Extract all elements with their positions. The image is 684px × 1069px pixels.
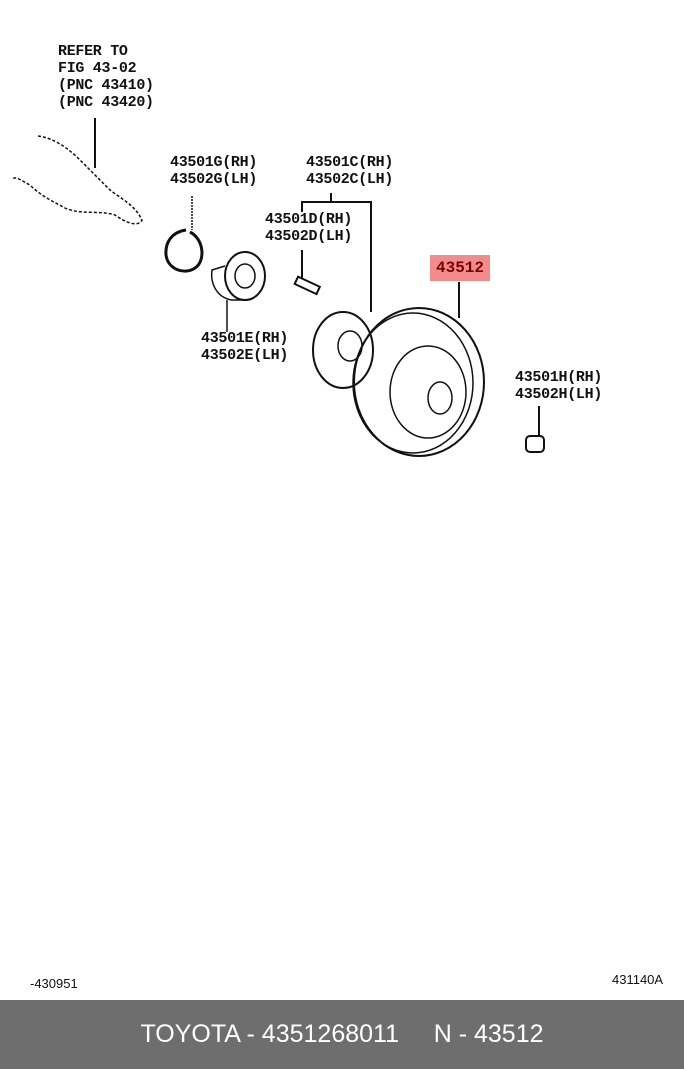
part-number-rh[interactable]: 43501H(RH) — [515, 369, 603, 386]
snap-ring-icon — [164, 196, 204, 273]
part-number-lh[interactable]: 43502C(LH) — [306, 171, 394, 188]
part-number-lh[interactable]: 43502H(LH) — [515, 386, 603, 403]
caption-bar: TOYOTA - 4351268011 N - 43512 — [0, 1000, 684, 1069]
part-label-c[interactable]: 43501C(RH)43502C(LH) — [306, 154, 393, 188]
footer-left-code: -430951 — [30, 976, 78, 991]
hub-nut-icon — [525, 406, 545, 453]
footer-right-code: 431140A — [612, 972, 664, 987]
refer-line: REFER TO — [58, 43, 128, 60]
disc-rotor-icon — [352, 282, 485, 457]
bearing-icon — [210, 251, 266, 332]
refer-line: FIG 43-02 — [58, 60, 137, 77]
parts-diagram — [11, 118, 545, 457]
hub-bolt-icon — [293, 250, 322, 296]
part-number-lh[interactable]: 43502D(LH) — [265, 228, 353, 245]
part-number-lh[interactable]: 43502G(LH) — [170, 171, 258, 188]
caption-text: TOYOTA - 4351268011 N - 43512 — [140, 1020, 544, 1048]
part-number-rh[interactable]: 43501G(RH) — [170, 154, 258, 171]
part-label-d[interactable]: 43501D(RH)43502D(LH) — [265, 211, 352, 245]
part-number-rh[interactable]: 43501D(RH) — [265, 211, 353, 228]
part-number-rh[interactable]: 43501C(RH) — [306, 154, 394, 171]
highlighted-part-43512[interactable]: 43512 — [430, 255, 490, 281]
axle-hub-icon — [312, 311, 374, 389]
part-label-g[interactable]: 43501G(RH)43502G(LH) — [170, 154, 257, 188]
part-label-h[interactable]: 43501H(RH)43502H(LH) — [515, 369, 602, 403]
bracket-lines — [301, 193, 372, 312]
part-label-e[interactable]: 43501E(RH)43502E(LH) — [201, 330, 288, 364]
refer-line: (PNC 43410) — [58, 77, 154, 94]
driveshaft-outline — [11, 135, 143, 225]
part-number-rh[interactable]: 43501E(RH) — [201, 330, 289, 347]
refer-line: (PNC 43420) — [58, 94, 154, 111]
part-number-lh[interactable]: 43502E(LH) — [201, 347, 289, 364]
